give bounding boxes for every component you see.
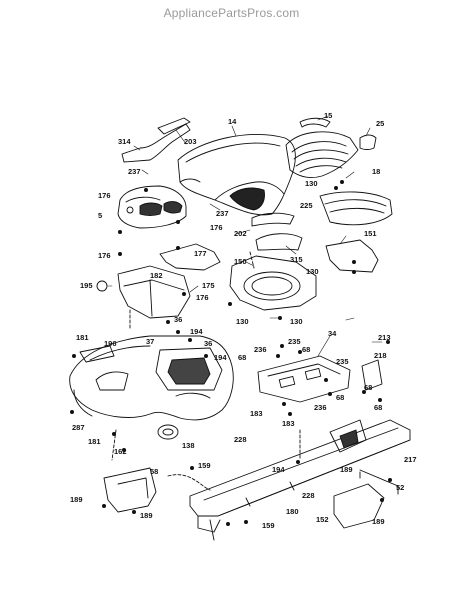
callout-225: 225	[300, 201, 313, 210]
callout-176: 176	[98, 251, 111, 260]
callout-159: 159	[198, 461, 211, 470]
callout-189: 189	[70, 495, 83, 504]
rear-bracket-part	[361, 359, 383, 391]
callout-52: 52	[396, 483, 405, 492]
side-bracket-part	[325, 239, 379, 273]
callout-37: 37	[146, 337, 155, 346]
callout-202: 202	[234, 229, 247, 238]
callout-213: 213	[378, 333, 391, 342]
rod-part	[359, 469, 399, 495]
callout-315: 315	[290, 255, 303, 264]
lower-dash-part	[117, 265, 191, 319]
callout-235: 235	[288, 337, 301, 346]
callout-287: 287	[72, 423, 85, 432]
callout-176: 176	[210, 223, 223, 232]
callout-151: 151	[364, 229, 377, 238]
callout-182: 182	[150, 271, 163, 280]
hood-part	[177, 133, 296, 216]
callout-176: 176	[98, 191, 111, 200]
callout-68: 68	[302, 345, 311, 354]
front-bracket-part	[103, 467, 157, 513]
callout-68: 68	[364, 383, 373, 392]
callout-194: 194	[272, 465, 285, 474]
callout-181: 181	[76, 333, 89, 342]
callout-181: 181	[88, 437, 101, 446]
callout-217: 217	[404, 455, 417, 464]
callout-130: 130	[306, 267, 319, 276]
callout-196: 196	[104, 339, 117, 348]
callout-68: 68	[374, 403, 383, 412]
grille-part	[285, 117, 359, 179]
callout-150: 150	[234, 257, 247, 266]
callout-194: 194	[190, 327, 203, 336]
callout-159: 159	[262, 521, 275, 530]
watermark: AppliancePartsPros.com	[163, 6, 300, 20]
callout-152: 152	[316, 515, 329, 524]
callout-14: 14	[228, 117, 237, 126]
callout-36: 36	[174, 315, 183, 324]
knob-part	[96, 280, 108, 292]
side-panel-part	[251, 191, 393, 251]
callout-237: 237	[216, 209, 229, 218]
hood-support-part	[159, 243, 221, 271]
callout-228: 228	[234, 435, 247, 444]
callout-237: 237	[128, 167, 141, 176]
callout-175: 175	[202, 281, 215, 290]
callout-189: 189	[140, 511, 153, 520]
fender-part	[69, 335, 234, 421]
seat-plate-part	[257, 355, 351, 403]
callout-34: 34	[328, 329, 337, 338]
callout-203: 203	[184, 137, 197, 146]
fasteners	[70, 180, 392, 526]
callout-236: 236	[254, 345, 267, 354]
callout-138: 138	[182, 441, 195, 450]
callout-183: 183	[282, 419, 295, 428]
callout-130: 130	[236, 317, 249, 326]
callout-58: 58	[150, 467, 159, 476]
callout-5: 5	[98, 211, 103, 220]
leader-ticks	[107, 115, 383, 357]
callout-189: 189	[340, 465, 353, 474]
callout-194: 194	[214, 353, 227, 362]
callout-235: 235	[336, 357, 349, 366]
callout-162: 162	[114, 447, 127, 456]
callout-176: 176	[196, 293, 209, 302]
seat-pan-part	[79, 345, 115, 363]
callout-18: 18	[372, 167, 381, 176]
gauge-wheel-part	[157, 424, 179, 440]
hood-bracket-part	[121, 117, 191, 163]
callout-36: 36	[204, 339, 213, 348]
guard-part	[333, 483, 385, 529]
frame-cover-part	[229, 255, 317, 311]
lens-part	[359, 134, 377, 150]
callout-180: 180	[286, 507, 299, 516]
leader-lines	[111, 251, 301, 491]
callout-195: 195	[80, 281, 93, 290]
chassis-frame-part	[189, 419, 411, 541]
callout-177: 177	[194, 249, 207, 258]
callout-68: 68	[336, 393, 345, 402]
callout-15: 15	[324, 111, 333, 120]
callout-236: 236	[314, 403, 327, 412]
callout-130: 130	[290, 317, 303, 326]
callout-130: 130	[305, 179, 318, 188]
callout-189: 189	[372, 517, 385, 526]
callout-218: 218	[374, 351, 387, 360]
callout-183: 183	[250, 409, 263, 418]
callout-228: 228	[302, 491, 315, 500]
callout-314: 314	[118, 137, 131, 146]
dash-panel-part	[117, 185, 187, 229]
callout-68: 68	[238, 353, 247, 362]
callout-25: 25	[376, 119, 385, 128]
